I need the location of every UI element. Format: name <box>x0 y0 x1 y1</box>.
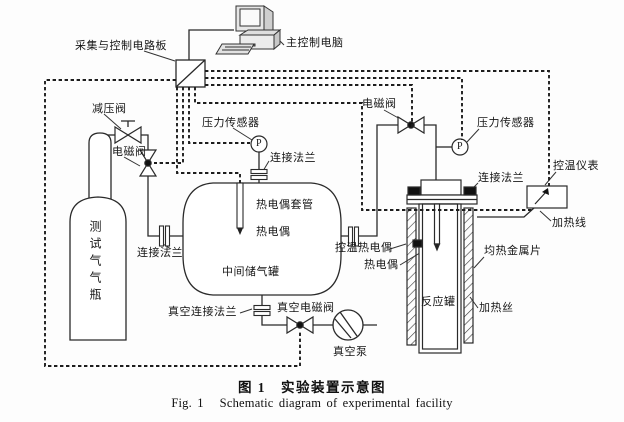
pressure-sensor-right-symbol <box>451 138 469 156</box>
label-thermocouple-tank: 热电偶 <box>256 226 291 238</box>
label-reaction-vessel: 反应罐 <box>421 296 456 308</box>
figure-caption-en: Fig. 1 Schematic diagram of experimental… <box>171 396 453 410</box>
temp-controller-symbol <box>526 185 568 209</box>
control-thermocouple-contact <box>412 239 423 248</box>
label-control-thermocouple: 控温热电偶 <box>335 242 393 254</box>
label-solenoid-valve-top: 电磁阀 <box>362 98 397 110</box>
gas-cylinder-shape <box>69 132 127 341</box>
pressure-sensor-left-symbol <box>250 135 268 153</box>
label-flange-vessel: 连接法兰 <box>478 172 524 184</box>
dashed-control-lines <box>44 70 550 367</box>
label-thermocouple-sleeve: 热电偶套管 <box>256 199 314 211</box>
label-gas-cylinder: 测试气气瓶 <box>88 220 102 305</box>
label-control-board: 采集与控制电路板 <box>75 40 167 52</box>
label-pressure-reducing-valve: 减压阀 <box>92 103 127 115</box>
label-heating-wire: 加热丝 <box>479 302 514 314</box>
label-vacuum-solenoid-valve: 真空电磁阀 <box>277 302 335 314</box>
vacuum-solenoid-valve-symbol <box>286 315 314 335</box>
figure-caption-zh: 图 1 实验装置示意图 <box>237 380 387 395</box>
label-buffer-tank: 中间储气罐 <box>222 266 280 278</box>
reaction-vessel-assembly <box>406 179 478 354</box>
solenoid-valve-left-symbol <box>138 149 158 177</box>
pressure-sensor-right-letter: P <box>457 141 463 152</box>
flange-symbols <box>158 168 360 317</box>
heater-strip-right <box>463 207 474 344</box>
control-board-symbol <box>175 59 206 88</box>
label-solenoid-valve-left: 电磁阀 <box>112 146 147 158</box>
label-vacuum-flange: 真空连接法兰 <box>168 306 237 318</box>
label-thermocouple-vessel: 热电偶 <box>364 259 399 271</box>
pressure-sensor-left-letter: P <box>256 138 262 149</box>
label-flange-left: 连接法兰 <box>137 247 183 259</box>
solenoid-valve-top-symbol <box>397 115 425 135</box>
label-heating-line: 加热线 <box>552 217 587 229</box>
label-temp-controller: 控温仪表 <box>553 160 599 172</box>
computer-icon <box>215 5 282 55</box>
label-flange-top: 连接法兰 <box>270 152 316 164</box>
solid-pipes <box>104 29 535 326</box>
label-main-computer: 主控制电脑 <box>286 37 344 49</box>
label-pressure-sensor-left: 压力传感器 <box>202 117 260 129</box>
pressure-reducing-valve-symbol <box>114 125 142 145</box>
vacuum-pump-symbol <box>332 309 364 341</box>
label-heat-spreader: 均热金属片 <box>484 245 542 257</box>
heater-strip-left <box>406 207 417 346</box>
label-pressure-sensor-right: 压力传感器 <box>477 117 535 129</box>
label-vacuum-pump: 真空泵 <box>333 346 368 358</box>
